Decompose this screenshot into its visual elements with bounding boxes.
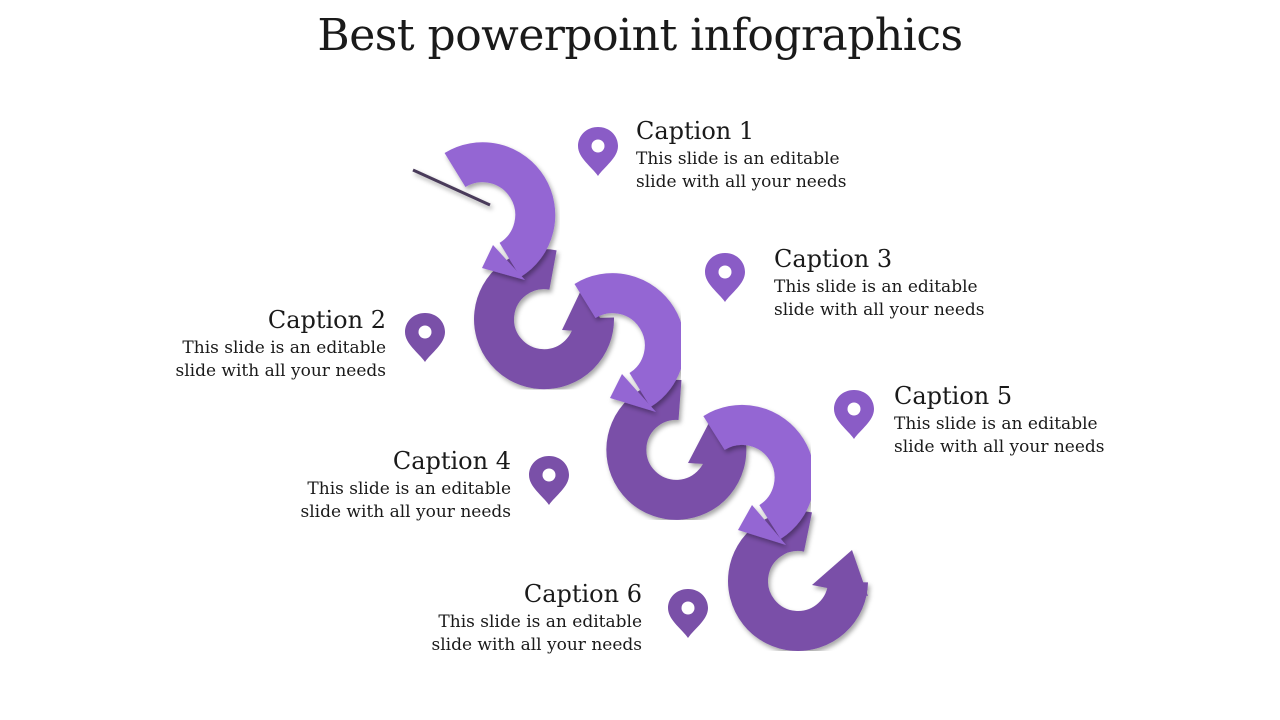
curved-arrow-5 [703, 404, 815, 545]
caption-text-line: slide with all your needs [894, 437, 1105, 457]
location-pin-icon [668, 589, 708, 638]
caption-block-6: Caption 6 This slide is an editable slid… [412, 579, 642, 657]
caption-text-line: This slide is an editable [307, 479, 511, 499]
location-pin-icon [834, 390, 874, 439]
caption-text-line: slide with all your needs [636, 172, 847, 192]
caption-title: Caption 6 [523, 580, 642, 608]
caption-text-line: slide with all your needs [774, 300, 985, 320]
location-pin-icon [578, 127, 618, 176]
curved-arrow-3 [574, 273, 685, 412]
caption-block-4: Caption 4 This slide is an editable slid… [281, 446, 511, 524]
caption-title: Caption 2 [267, 306, 386, 334]
caption-text-line: slide with all your needs [175, 361, 386, 381]
location-pin-icon [529, 456, 569, 505]
caption-block-3: Caption 3 This slide is an editable slid… [774, 244, 1004, 322]
location-pin-icon [705, 253, 745, 302]
curved-arrow-6 [728, 511, 868, 651]
caption-block-5: Caption 5 This slide is an editable slid… [894, 381, 1124, 459]
caption-text-line: slide with all your needs [300, 502, 511, 522]
caption-block-1: Caption 1 This slide is an editable slid… [636, 116, 866, 194]
curved-arrow-1 [412, 142, 556, 280]
caption-text-line: This slide is an editable [636, 149, 840, 169]
location-pin-icon [405, 313, 445, 362]
caption-text-line: slide with all your needs [431, 635, 642, 655]
caption-text-line: This slide is an editable [774, 277, 978, 297]
caption-text-line: This slide is an editable [438, 612, 642, 632]
caption-block-2: Caption 2 This slide is an editable slid… [156, 305, 386, 383]
caption-text-line: This slide is an editable [894, 414, 1098, 434]
caption-text-line: This slide is an editable [182, 338, 386, 358]
curved-arrow-4 [606, 379, 747, 520]
caption-title: Caption 4 [392, 447, 511, 475]
slide-title: Best powerpoint infographics [317, 10, 963, 61]
caption-title: Caption 5 [894, 382, 1013, 410]
caption-title: Caption 3 [774, 245, 893, 273]
caption-title: Caption 1 [636, 117, 755, 145]
